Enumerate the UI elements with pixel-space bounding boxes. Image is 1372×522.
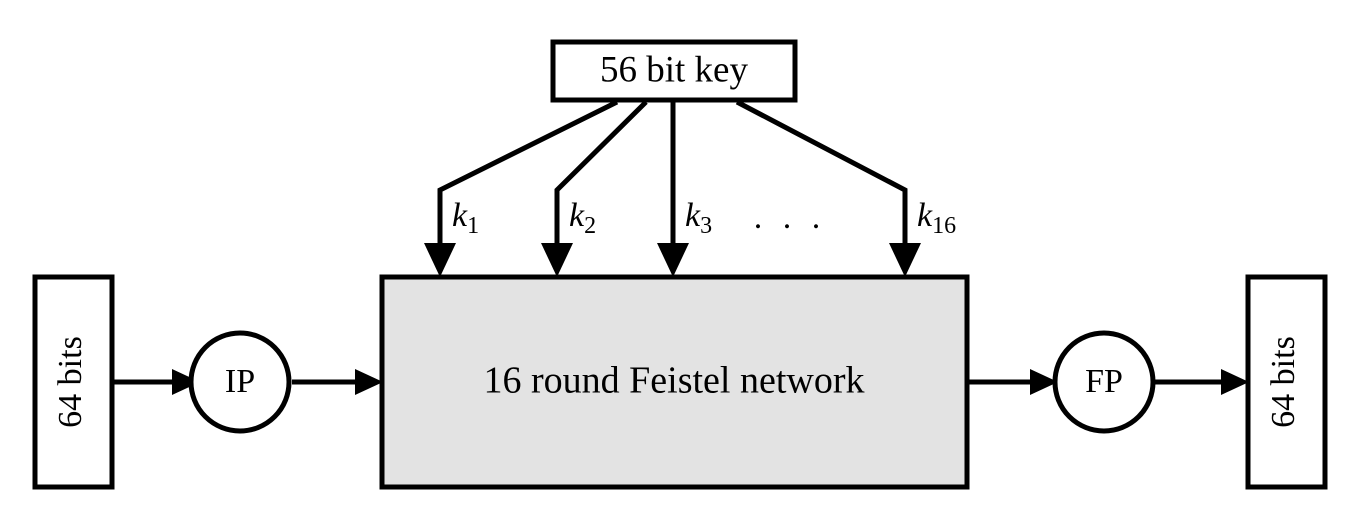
round-key-label-3: k3 xyxy=(685,197,712,239)
final-permutation-node[interactable]: FP xyxy=(1052,330,1156,434)
round-key-label-1: k1 xyxy=(452,197,479,239)
arrow-head-icon xyxy=(889,243,921,277)
output-block[interactable]: 64 bits xyxy=(1245,274,1328,490)
connector-key-to-round16 xyxy=(735,99,921,277)
arrow-head-icon xyxy=(355,369,383,395)
round-key-ellipsis: . . . xyxy=(754,199,827,236)
connector-key-to-round1 xyxy=(424,99,619,277)
initial-permutation-node[interactable]: IP xyxy=(188,330,292,434)
round-key-base-2: k xyxy=(569,197,585,234)
connector-key-to-round2 xyxy=(541,100,648,277)
output-block-label: 64 bits xyxy=(1265,336,1302,428)
arrow-head-icon xyxy=(657,243,689,277)
round-key-base-16: k xyxy=(917,197,933,234)
connector-key-to-round3 xyxy=(657,102,689,277)
round-key-base-3: k xyxy=(685,197,701,234)
round-key-label-16: k16 xyxy=(917,197,956,239)
input-block[interactable]: 64 bits xyxy=(32,274,115,490)
key-block-label: 56 bit key xyxy=(600,49,748,90)
round-key-sub-3: 3 xyxy=(700,213,712,239)
key-block[interactable]: 56 bit key xyxy=(550,39,798,103)
connector-input-to-ip xyxy=(112,369,200,395)
feistel-network-label: 16 round Feistel network xyxy=(483,360,864,402)
initial-permutation-label: IP xyxy=(225,363,255,400)
arrow-head-icon xyxy=(541,243,573,277)
arrow-head-icon xyxy=(1221,369,1249,395)
round-key-sub-1: 1 xyxy=(467,213,479,239)
connector-ip-to-network xyxy=(292,369,383,395)
final-permutation-label: FP xyxy=(1085,363,1123,400)
round-key-sub-16: 16 xyxy=(932,213,956,239)
round-key-base-1: k xyxy=(452,197,468,234)
round-key-label-2: k2 xyxy=(569,197,596,239)
input-block-label: 64 bits xyxy=(52,336,89,428)
connector-fp-to-output xyxy=(1150,369,1249,395)
arrow-head-icon xyxy=(424,243,456,277)
connector-network-to-fp xyxy=(967,369,1058,395)
round-key-sub-2: 2 xyxy=(584,213,596,239)
arrow-head-icon xyxy=(1030,369,1058,395)
arrow-head-icon xyxy=(172,369,200,395)
feistel-network-node[interactable]: 16 round Feistel network xyxy=(379,274,970,490)
